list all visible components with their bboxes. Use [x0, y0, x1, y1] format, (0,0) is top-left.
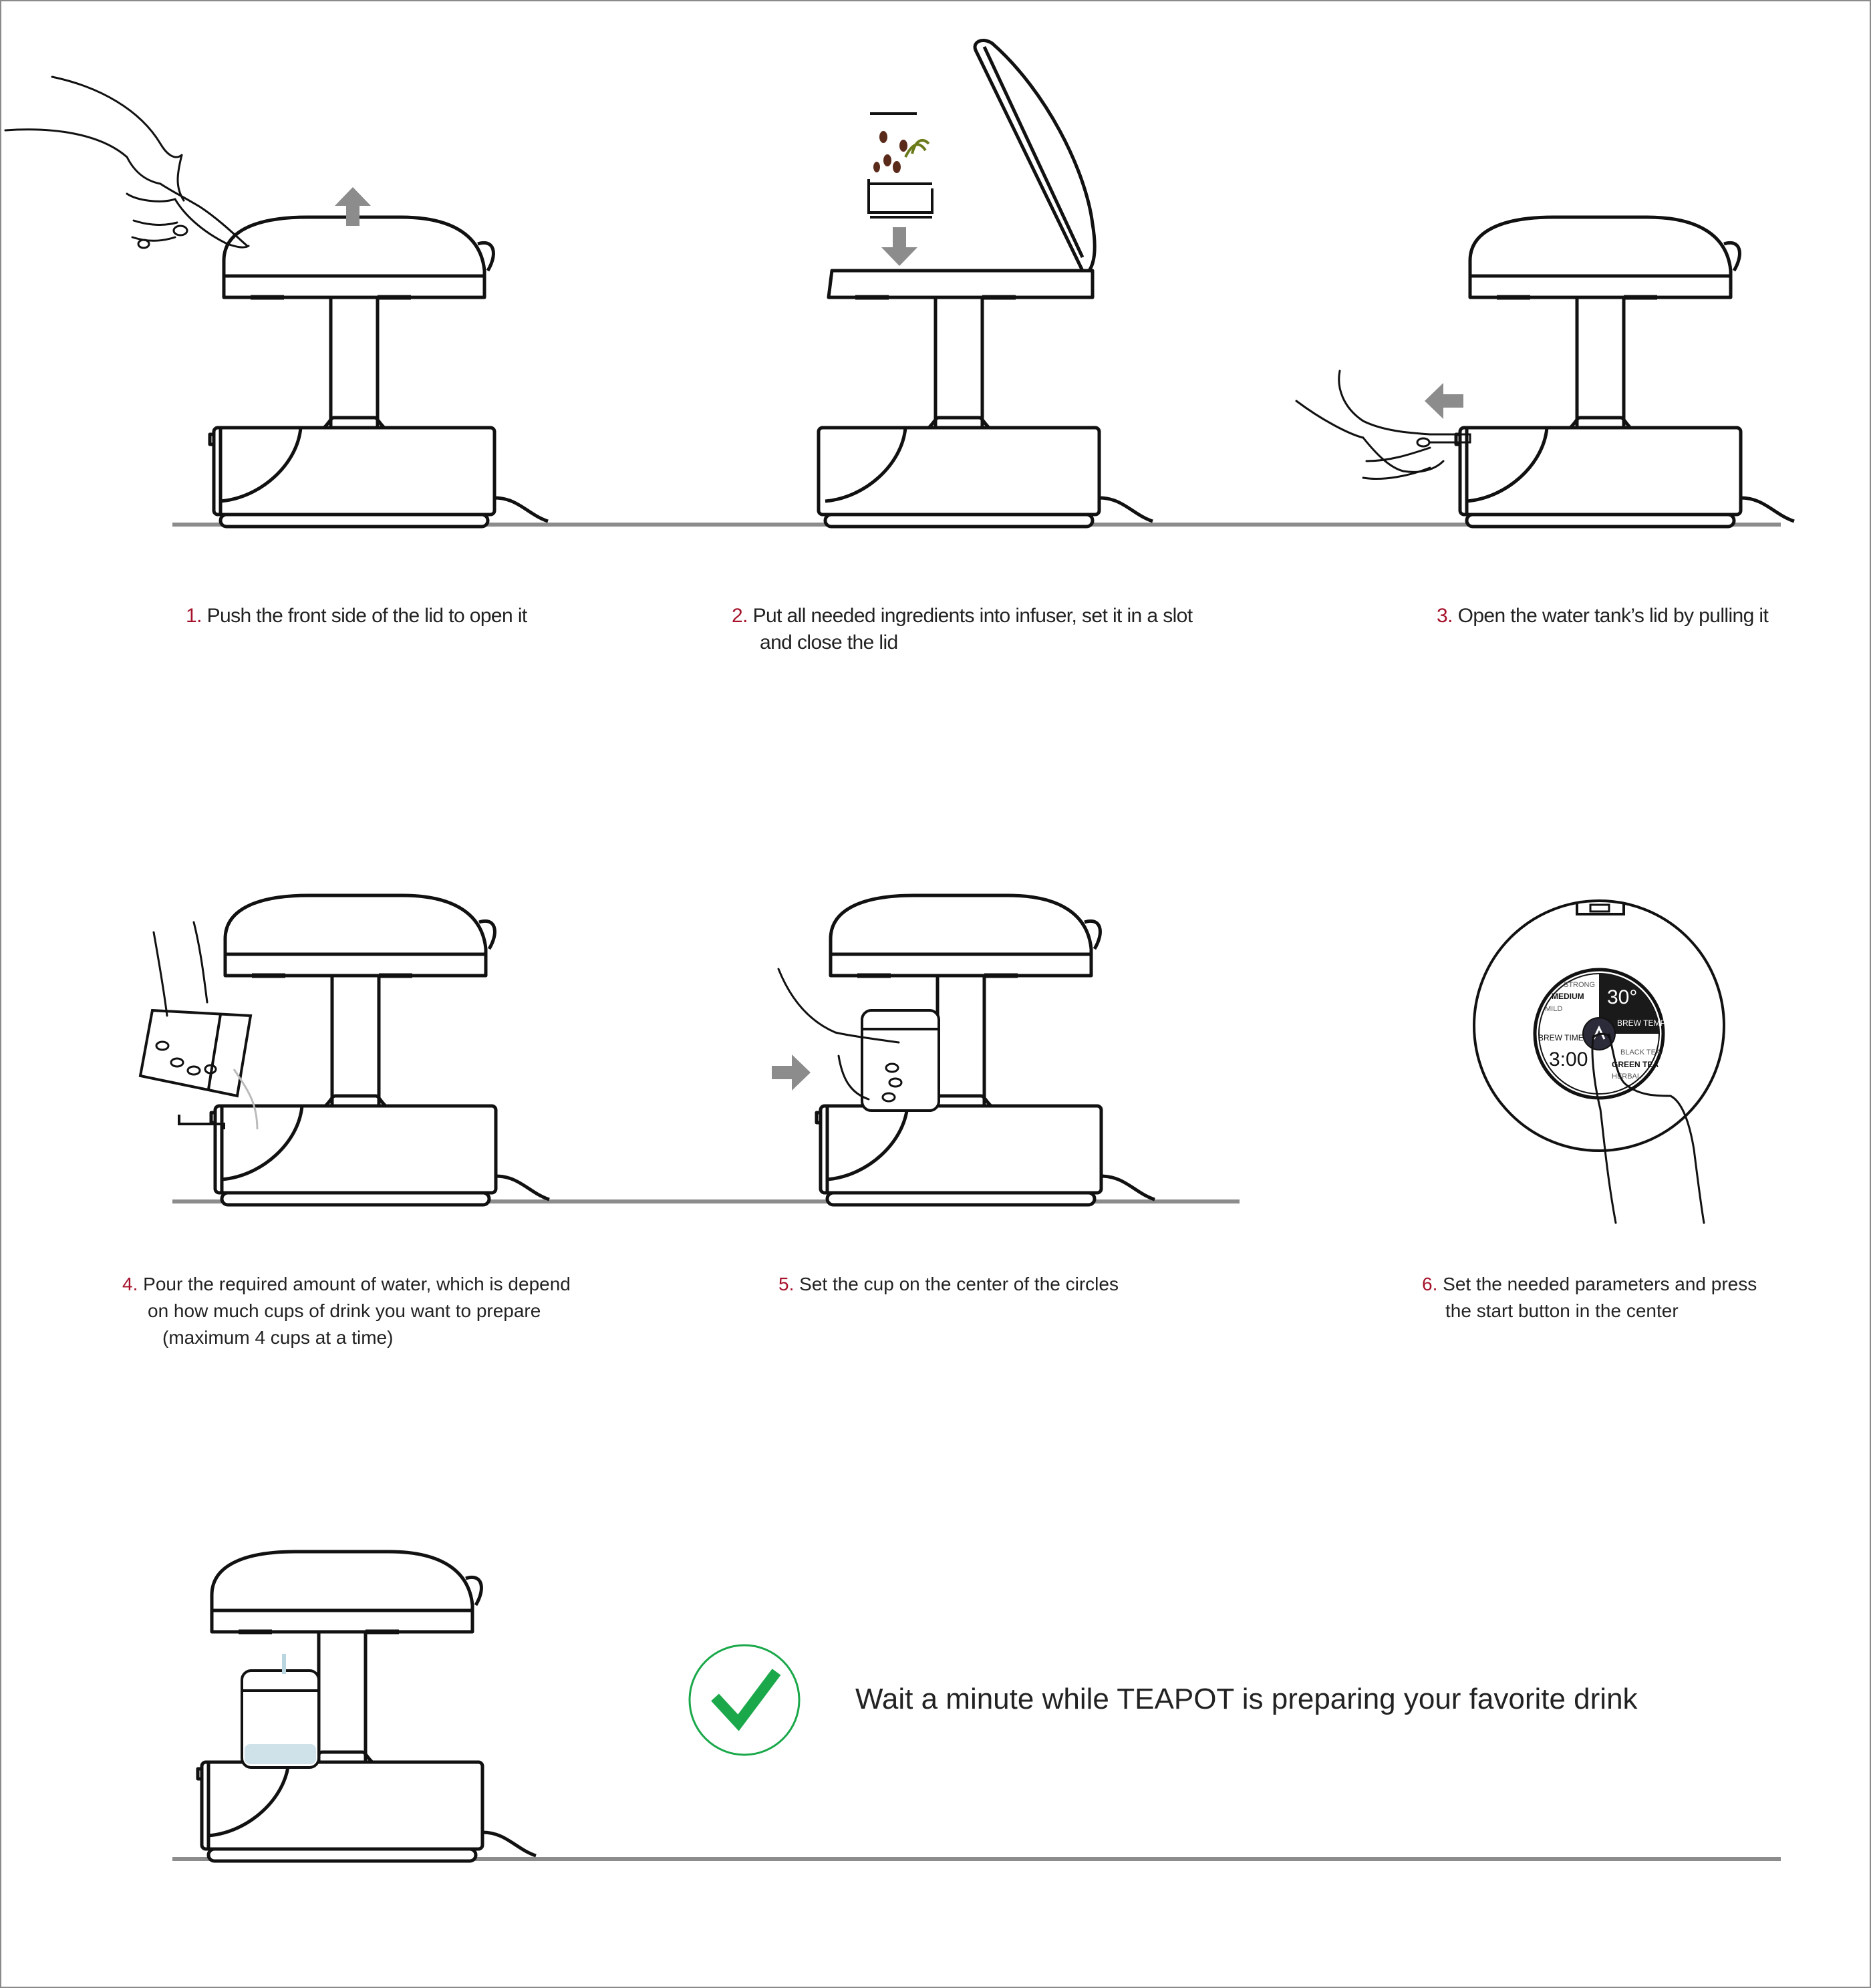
down-arrow-icon [881, 227, 917, 266]
step-4-caption: 4. Pour the required amount of water, wh… [122, 1271, 597, 1351]
tea-option-black: BLACK TEA [1620, 1048, 1661, 1056]
final-step-illustration [198, 1552, 801, 1861]
tea-option-herbal: HERBAL [1612, 1073, 1641, 1081]
right-arrow-icon [772, 1054, 811, 1091]
strength-option-medium: MEDIUM [1552, 992, 1584, 1001]
step-5-caption: 5. Set the cup on the center of the circ… [778, 1271, 1119, 1298]
cup [861, 1009, 940, 1112]
strength-option-strong: STRONG [1564, 981, 1595, 989]
pouring-cup [138, 1008, 253, 1098]
step-3-caption: 3. Open the water tank’s lid by pulling … [1437, 603, 1769, 629]
checkmark-circle [688, 1644, 801, 1756]
tea-leaves [873, 131, 907, 173]
step-text: Set the cup on the center of the circles [799, 1274, 1119, 1294]
brew-temp-label: BREW TEMP [1617, 1018, 1665, 1028]
tea-option-green: GREEN TEA [1612, 1060, 1659, 1069]
strength-option-mild: MILD [1545, 1005, 1562, 1013]
step-number: 5. [778, 1274, 795, 1294]
step-2-caption: 2. Put all needed ingredients into infus… [732, 603, 1193, 656]
step-text: Push the front side of the lid to open i… [206, 605, 528, 627]
brew-temp-value: 30° [1607, 986, 1637, 1008]
hand-drawing [4, 76, 250, 249]
step-text: Pour the required amount of water, which… [143, 1274, 571, 1294]
step-number: 6. [1422, 1274, 1438, 1294]
step-2-illustration [819, 40, 1153, 527]
step-number: 4. [122, 1274, 138, 1294]
filled-cup [241, 1669, 320, 1769]
step-text-line-2: the start button in the center [1445, 1300, 1679, 1321]
step-text: Set the needed parameters and press [1443, 1274, 1757, 1294]
step-6-control-panel-illustration: STRONG MEDIUM MILD 30° BREW TEMP BREW TI… [1473, 899, 1725, 1224]
step-1-caption: 1. Push the front side of the lid to ope… [186, 603, 527, 629]
step-text-line-3: (maximum 4 cups at a time) [162, 1327, 394, 1348]
step-number: 3. [1437, 605, 1453, 627]
step-3-illustration [1295, 217, 1794, 527]
step-6-caption: 6. Set the needed parameters and press t… [1422, 1271, 1757, 1324]
hand-drawing [1591, 1032, 1705, 1224]
step-text-line-2: on how much cups of drink you want to pr… [148, 1300, 541, 1321]
step-text: Open the water tank’s lid by pulling it [1457, 605, 1769, 627]
brew-time-label: BREW TIME [1538, 1033, 1584, 1042]
checkmark-icon [711, 1669, 781, 1731]
final-message: Wait a minute while TEAPOT is preparing … [855, 1683, 1638, 1715]
step-5-illustration [772, 895, 1155, 1205]
step-text-line-2: and close the lid [760, 631, 898, 654]
left-arrow-icon [1425, 383, 1463, 419]
step-4-illustration [138, 895, 549, 1205]
hand-drawing [1295, 370, 1471, 480]
step-number: 2. [732, 605, 748, 627]
step-text: Put all needed ingredients into infuser,… [752, 605, 1193, 627]
step-1-illustration [4, 76, 548, 527]
hand-drawing [152, 921, 217, 1076]
infuser-drawing [867, 112, 933, 219]
brew-time-value: 3:00 [1549, 1048, 1588, 1071]
step-number: 1. [186, 605, 202, 627]
hand-drawing [777, 968, 903, 1103]
